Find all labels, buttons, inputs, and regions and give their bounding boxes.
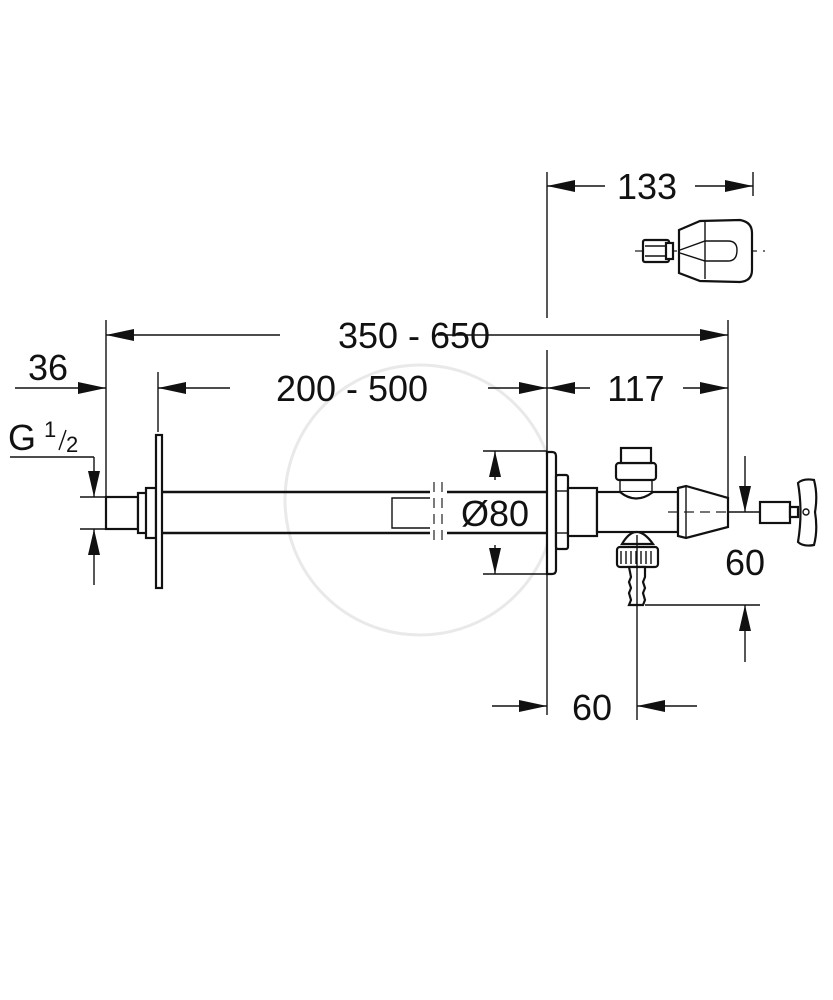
dimension-hose-outlet-drop: 60 <box>645 456 765 662</box>
dimension-overall-length: 350 - 650 <box>105 315 729 512</box>
dim-label-200-500: 200 - 500 <box>276 368 428 409</box>
dimension-hose-outlet-offset: 60 <box>492 535 697 728</box>
key-handle <box>728 478 818 547</box>
thread-label-denominator: 2 <box>66 432 78 457</box>
dim-label-36: 36 <box>28 347 68 388</box>
dimension-handle-length: 133 <box>546 166 754 318</box>
thread-label-numerator: 1 <box>44 417 56 442</box>
dim-label-350-650: 350 - 650 <box>338 315 490 356</box>
dimension-connection-offset: 36 <box>15 347 106 394</box>
knurling <box>620 551 652 564</box>
dim-label-133: 133 <box>617 166 677 207</box>
valve-body <box>554 446 730 607</box>
handle-detail <box>635 218 765 284</box>
dim-label-diameter-80: Ø80 <box>461 493 529 534</box>
dimension-thread-size: G 1 2 <box>8 417 106 585</box>
thread-label-g: G <box>8 417 36 458</box>
dim-label-60-vertical: 60 <box>725 542 765 583</box>
dimension-valve-length: 117 <box>547 368 728 409</box>
pipe-assembly: Ø80 <box>104 433 558 590</box>
dim-label-117: 117 <box>607 368 664 409</box>
dimension-pipe-length: 200 - 500 <box>157 350 548 715</box>
dim-label-60-horizontal: 60 <box>572 687 612 728</box>
